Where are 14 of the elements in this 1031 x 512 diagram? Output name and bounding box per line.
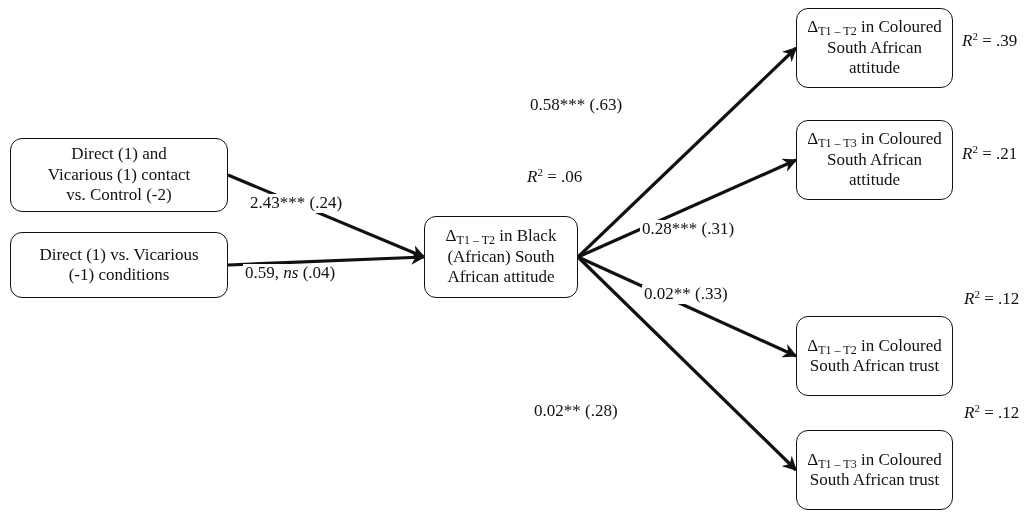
variable-box: Δ$_{T1 – T3}$ in Coloured South African trust [796, 430, 953, 510]
edge-label: 0.58*** (.63) [528, 96, 625, 115]
variable-box: Δ$_{T1 – T3}$ in Coloured South African attitude [796, 120, 953, 200]
variable-box: Δ$_{T1 – T2}$ in Black (African) South African attitude [424, 216, 578, 298]
edge-label: 0.59, ns (.04) [243, 264, 338, 283]
arrow [577, 158, 798, 259]
variable-box: Δ$_{T1 – T2}$ in Coloured South African trust [796, 316, 953, 396]
edge-label: 0.02** (.28) [532, 402, 620, 421]
edge-label: 0.02** (.33) [642, 285, 730, 304]
variable-box: Direct (1) and Vicarious (1) contact vs. Control (-2) [10, 138, 228, 212]
variable-box: Direct (1) vs. Vicarious (-1) conditions [10, 232, 228, 298]
variable-box: Δ$_{T1 – T2}$ in Coloured South African attitude [796, 8, 953, 88]
edge-label: 0.28*** (.31) [640, 220, 737, 239]
edge-label: 2.43*** (.24) [248, 194, 345, 213]
